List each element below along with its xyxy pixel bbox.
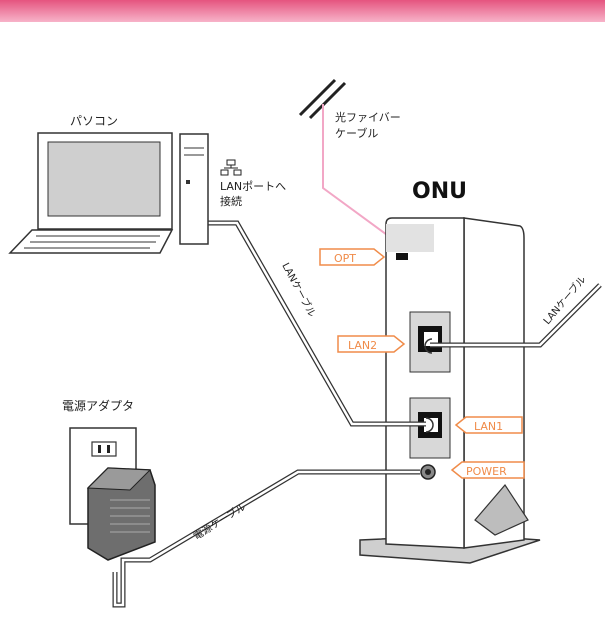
- power-cable-label: 電源ケーブル: [191, 500, 248, 543]
- power-cable: [112, 469, 420, 608]
- power-port-label: POWER: [466, 465, 507, 478]
- onu-title: ONU: [412, 179, 467, 204]
- lan2-port-label: LAN2: [348, 339, 377, 352]
- lan2-port-jack: [418, 326, 442, 352]
- monitor: [37, 132, 173, 236]
- power-port-jack: [420, 464, 436, 480]
- fiber-cable-label-line2: ケーブル: [335, 126, 378, 140]
- network-icon: [220, 159, 242, 176]
- opt-port-callout: OPT: [319, 248, 386, 266]
- power-port-callout: POWER: [450, 461, 525, 479]
- opt-port-label: OPT: [334, 252, 356, 265]
- lan-port-note-line2: 接続: [220, 194, 242, 208]
- adapter-label: 電源アダプタ: [62, 398, 134, 413]
- lan-port-note-line1: LANポートへ: [220, 180, 286, 193]
- desktop-pc-tower: [179, 133, 209, 245]
- lan2-port-callout: LAN2: [337, 335, 406, 353]
- lan-cable-right: [424, 283, 602, 354]
- fiber-break-icon: [298, 78, 347, 120]
- opt-port-jack: [396, 253, 408, 260]
- power-adapter-icon: [86, 467, 156, 561]
- header-accent-bar: [0, 0, 605, 22]
- lan-cable-left: [207, 220, 434, 433]
- keyboard: [8, 229, 174, 254]
- onu-device: [359, 217, 541, 564]
- fiber-cable-label-line1: 光ファイバー: [335, 110, 401, 124]
- lan1-port-label: LAN1: [474, 420, 503, 433]
- pc-label: パソコン: [70, 114, 118, 128]
- lan1-port-callout: LAN1: [454, 416, 523, 434]
